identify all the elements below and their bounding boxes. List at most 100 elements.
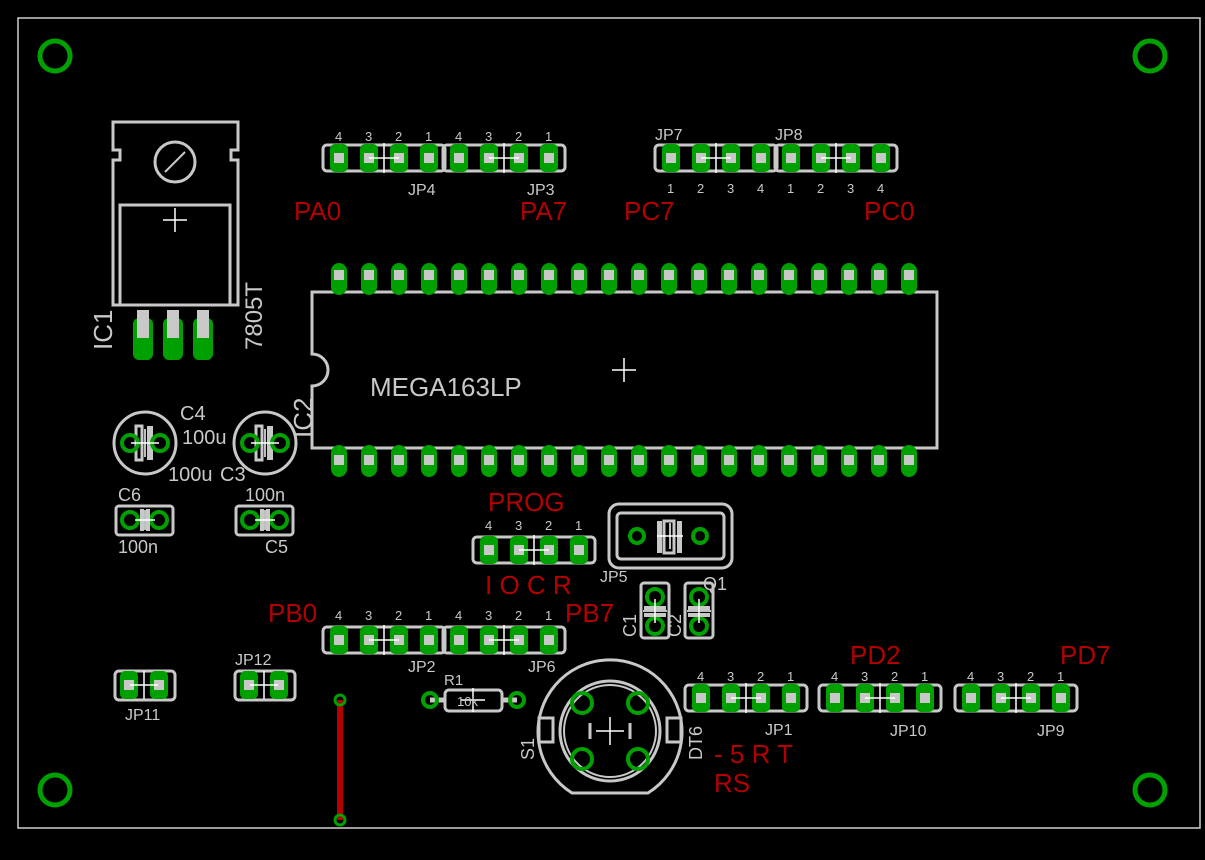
pin-number: 3 bbox=[515, 518, 522, 533]
capacitor-c6[interactable]: C6 100n bbox=[114, 485, 175, 557]
drill bbox=[604, 455, 614, 465]
pin-number: 3 bbox=[485, 608, 492, 623]
drill bbox=[904, 455, 914, 465]
designator: JP4 bbox=[408, 182, 436, 199]
pin-number: 3 bbox=[997, 669, 1004, 684]
designator: JP8 bbox=[775, 127, 803, 144]
pad bbox=[421, 691, 439, 709]
crystal-q1[interactable]: Q1 bbox=[607, 502, 734, 594]
cap-outline bbox=[232, 410, 298, 476]
designator: C2 bbox=[665, 614, 685, 637]
switch-ring bbox=[558, 679, 662, 783]
designator: C6 bbox=[118, 485, 141, 505]
drill bbox=[696, 693, 706, 703]
drill bbox=[756, 153, 766, 163]
pin-number: 1 bbox=[425, 129, 432, 144]
capacitor-c5[interactable]: C5 100n bbox=[234, 485, 295, 557]
to220-outline bbox=[111, 120, 240, 307]
pin-number: 3 bbox=[847, 181, 854, 196]
drill bbox=[544, 270, 554, 280]
drill bbox=[694, 270, 704, 280]
header-outline bbox=[233, 669, 297, 702]
designator: JP11 bbox=[125, 707, 160, 724]
value: 100n bbox=[245, 485, 285, 505]
header-jp11[interactable]: JP11 bbox=[113, 669, 177, 724]
switch-tab bbox=[537, 716, 555, 744]
value: MEGA163LP bbox=[370, 372, 522, 402]
drill bbox=[454, 270, 464, 280]
rs-label: RS bbox=[714, 768, 750, 798]
designator: IC1 bbox=[88, 310, 118, 350]
plate bbox=[677, 521, 682, 553]
cap-outline bbox=[683, 581, 715, 640]
drill bbox=[634, 455, 644, 465]
crystal-inner bbox=[615, 511, 726, 561]
pin-number: 2 bbox=[515, 129, 522, 144]
pad bbox=[570, 691, 594, 715]
drill bbox=[274, 680, 284, 690]
capacitor-c2[interactable]: C2 bbox=[665, 581, 715, 640]
pin-number: 3 bbox=[727, 181, 734, 196]
value: 100n bbox=[118, 537, 158, 557]
mounting-hole-outline bbox=[153, 140, 197, 184]
plate bbox=[657, 521, 662, 553]
drill bbox=[724, 270, 734, 280]
drill bbox=[394, 270, 404, 280]
capacitor-c1[interactable]: C1 bbox=[620, 581, 671, 640]
cap-outline bbox=[639, 581, 671, 640]
mounting-hole bbox=[37, 772, 73, 808]
drill bbox=[666, 153, 676, 163]
drill bbox=[754, 455, 764, 465]
drill bbox=[334, 455, 344, 465]
drill bbox=[574, 545, 584, 555]
designator: JP12 bbox=[235, 652, 272, 669]
pin-number: 2 bbox=[515, 608, 522, 623]
designator: JP7 bbox=[655, 127, 683, 144]
drill bbox=[814, 270, 824, 280]
pad bbox=[626, 691, 650, 715]
pad bbox=[570, 747, 594, 771]
pad bbox=[628, 527, 646, 545]
designator: C1 bbox=[620, 614, 640, 637]
board-outline bbox=[17, 17, 1201, 829]
drill bbox=[364, 455, 374, 465]
dip40-outline bbox=[310, 290, 939, 450]
switch-ring bbox=[563, 684, 657, 778]
drill bbox=[424, 455, 434, 465]
pin-number: 1 bbox=[545, 129, 552, 144]
designator: C5 bbox=[265, 537, 288, 557]
designator: JP6 bbox=[528, 659, 556, 676]
pin-number: 1 bbox=[921, 669, 928, 684]
pin-number: 4 bbox=[335, 129, 342, 144]
pin-number: 4 bbox=[831, 669, 838, 684]
drill bbox=[334, 635, 344, 645]
drill bbox=[634, 270, 644, 280]
cap-outline bbox=[234, 504, 295, 537]
pin-number: 4 bbox=[455, 129, 462, 144]
drill bbox=[574, 270, 584, 280]
trace-segment[interactable] bbox=[333, 693, 347, 827]
header-jp12[interactable]: JP12 bbox=[233, 652, 297, 702]
mounting-hole bbox=[37, 38, 73, 74]
drill bbox=[874, 455, 884, 465]
pin-number: 1 bbox=[787, 669, 794, 684]
drill bbox=[424, 153, 434, 163]
drill bbox=[1056, 693, 1066, 703]
